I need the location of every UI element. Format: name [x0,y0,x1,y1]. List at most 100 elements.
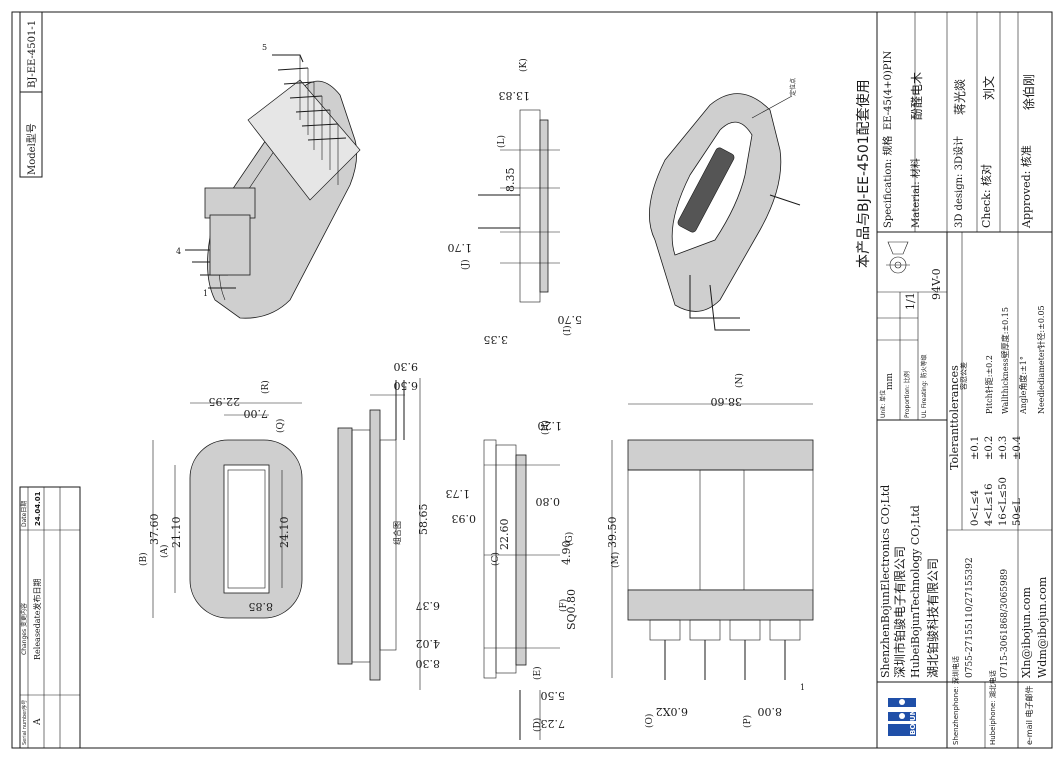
dim-8-35: 8.35 [504,168,517,193]
tol-range-0: 0<L≤4 [970,490,981,526]
title-block: 本产品与BJ-EE-4501配套使用 Specification: 规格 EE-… [855,11,1053,749]
company-2-cn: 湖北铂骏科技有限公司 [925,558,940,678]
dim-8-85: 8.85 [249,600,274,613]
check-label: Check: 核对 [979,164,993,228]
tol-value-0: ±0.1 [970,436,981,460]
tol-range-3: 50≤L [1012,498,1023,526]
tol-range-1: 4<L≤16 [984,484,995,527]
tol-needle: Needlediameter针径:±0.05 [1036,305,1046,414]
check-value: 刘文 [981,76,996,100]
dim-f: (F) [558,599,569,612]
rev-serial: A [33,718,43,726]
dim-o: (O) [644,714,655,728]
proportion-label: Proportion: 比例 [903,371,911,418]
dim-h: (H) [540,420,551,435]
dim-3-35: 3.35 [484,333,509,346]
proportion-value: 1/1 [904,292,917,310]
spec-label: Specification: 规格 [881,136,894,228]
top-view: 22.95 (R) 7.00 (Q) 37.60 (B) 21.10 (A) 2… [138,380,303,619]
dim-b: (B) [138,552,149,566]
dim-6-50: 6.50 [394,379,419,392]
logo-text: BOJUN [909,709,917,735]
dim-1-73: 1.73 [446,487,471,500]
dim-1-70: 1.70 [448,241,473,254]
dim-p: (P) [742,715,753,728]
company-2: HubeiBojunTechnology CO;Ltd [909,505,922,678]
dim-i: (I) [562,325,573,336]
model-label: Model型号 [25,123,38,175]
dim-m: (M) [610,552,621,568]
dim-q: (Q) [275,419,286,433]
assembly-side-view: 组合图 58.65 9.30 6.50 6.37 4.02 8.30 [337,360,441,690]
dim-j: (J) [460,259,471,270]
dim-22-60: 22.60 [498,519,511,551]
dim-d: (D) [532,718,543,732]
dim-4-90: 4.90 [560,541,573,566]
email-label: e-mail 电子邮件 [1024,686,1034,746]
company-1-cn: 深圳市铂骏电子有限公司 [892,546,907,678]
tolerance-title: Toleranttolerances [948,365,961,470]
tolerance-title-cn: 容忍公差 [959,362,968,390]
tol-pitch: Pitch针距:±0.2 [984,355,994,414]
dim-5-50: 5.50 [541,689,566,702]
dim-0-80: 0.80 [536,495,561,508]
rev-header-serial: Serial number序号 [21,700,28,745]
dim-e: (E) [532,666,543,680]
dim-21-10: 21.10 [170,517,183,549]
fire-value: 94V-0 [930,268,943,300]
dim-22-95: 22.95 [209,395,241,408]
shenzhen-phone-label: Shenzhenphone: 深圳电话 [951,656,960,745]
model-value: BJ-EE-4501-1 [27,20,38,88]
design-label: 3D design: 3D设计 [952,136,965,228]
front-view: 38.60 (N) 39.50 (M) 6.0X2 (O) 8.00 (P) 1 [606,373,814,728]
dim-sq0-80: SQ0.80 [565,589,578,630]
shenzhen-phone: 0755-27155110/27155392 [965,557,975,678]
spec-value: EE-45(4+0)PIN [883,51,894,130]
dim-5-70: 5.70 [558,313,583,326]
bojun-logo: BOJUN [884,688,920,738]
rev-header-date: Date日期 [20,501,28,527]
dim-n: (N) [734,373,745,388]
dim-9-30: 9.30 [394,360,419,373]
iso-pins-top [272,54,347,185]
isometric-underside-view: 定位点 [649,78,801,331]
dim-0-93: 0.93 [452,512,477,525]
tol-value-1: ±0.2 [984,436,995,460]
material-value: 酚醛电木 [909,72,924,120]
approved-value: 徐伯刚 [1021,74,1036,110]
dim-7-23: 7.23 [541,717,566,730]
dim-1-20: 1.20 [538,419,563,432]
hubei-phone-label: Hubeiphone: 湖北电话 [988,670,997,745]
dim-r: (R) [260,380,271,394]
hubei-phone: 0715-3061868/3065989 [1000,569,1010,678]
revision-table: Serial number序号 Changes 变更内容 Date日期 A Re… [19,486,81,749]
unit-value: mm [885,372,895,390]
paired-note: 本产品与BJ-EE-4501配套使用 [855,79,872,268]
rev-date: 24.04.01 [34,491,42,526]
dim-a: (A) [159,544,170,558]
dim-7-00: 7.00 [244,407,269,420]
tol-wall: Wallthickness壁厚度:±0.15 [1000,307,1010,414]
tol-range-2: 16<L≤50 [998,477,1009,526]
dim-g: (G) [564,532,575,546]
dim-l: (L) [496,135,507,148]
email-2: Wdm@ibojun.com [1036,576,1049,678]
dim-4-02: 4.02 [416,637,441,650]
pin-label-4: 4 [176,247,181,256]
dim-58-65: 58.65 [417,504,430,536]
dim-6-37: 6.37 [416,599,441,612]
tol-value-3: ±0.4 [1012,436,1023,460]
dim-6-0x2: 6.0X2 [656,705,688,718]
assembly-label: 组合图 [392,521,402,545]
dim-39-50: 39.50 [606,517,619,549]
front-pin-label: 1 [800,683,805,692]
dim-38-60: 38.60 [711,395,743,408]
tol-value-2: ±0.3 [998,436,1009,460]
dim-k: (K) [518,58,529,72]
tol-angle: Angle角度:±1° [1018,356,1028,415]
dim-24-10: 24.10 [278,517,291,549]
pin-label-1: 1 [203,289,208,298]
pin-side-view: 13.83 (K) 8.35 (L) 1.70 (J) 5.70 (I) 3.3… [448,58,583,346]
fire-label: UL Fireating: 防火等级 [920,354,928,418]
